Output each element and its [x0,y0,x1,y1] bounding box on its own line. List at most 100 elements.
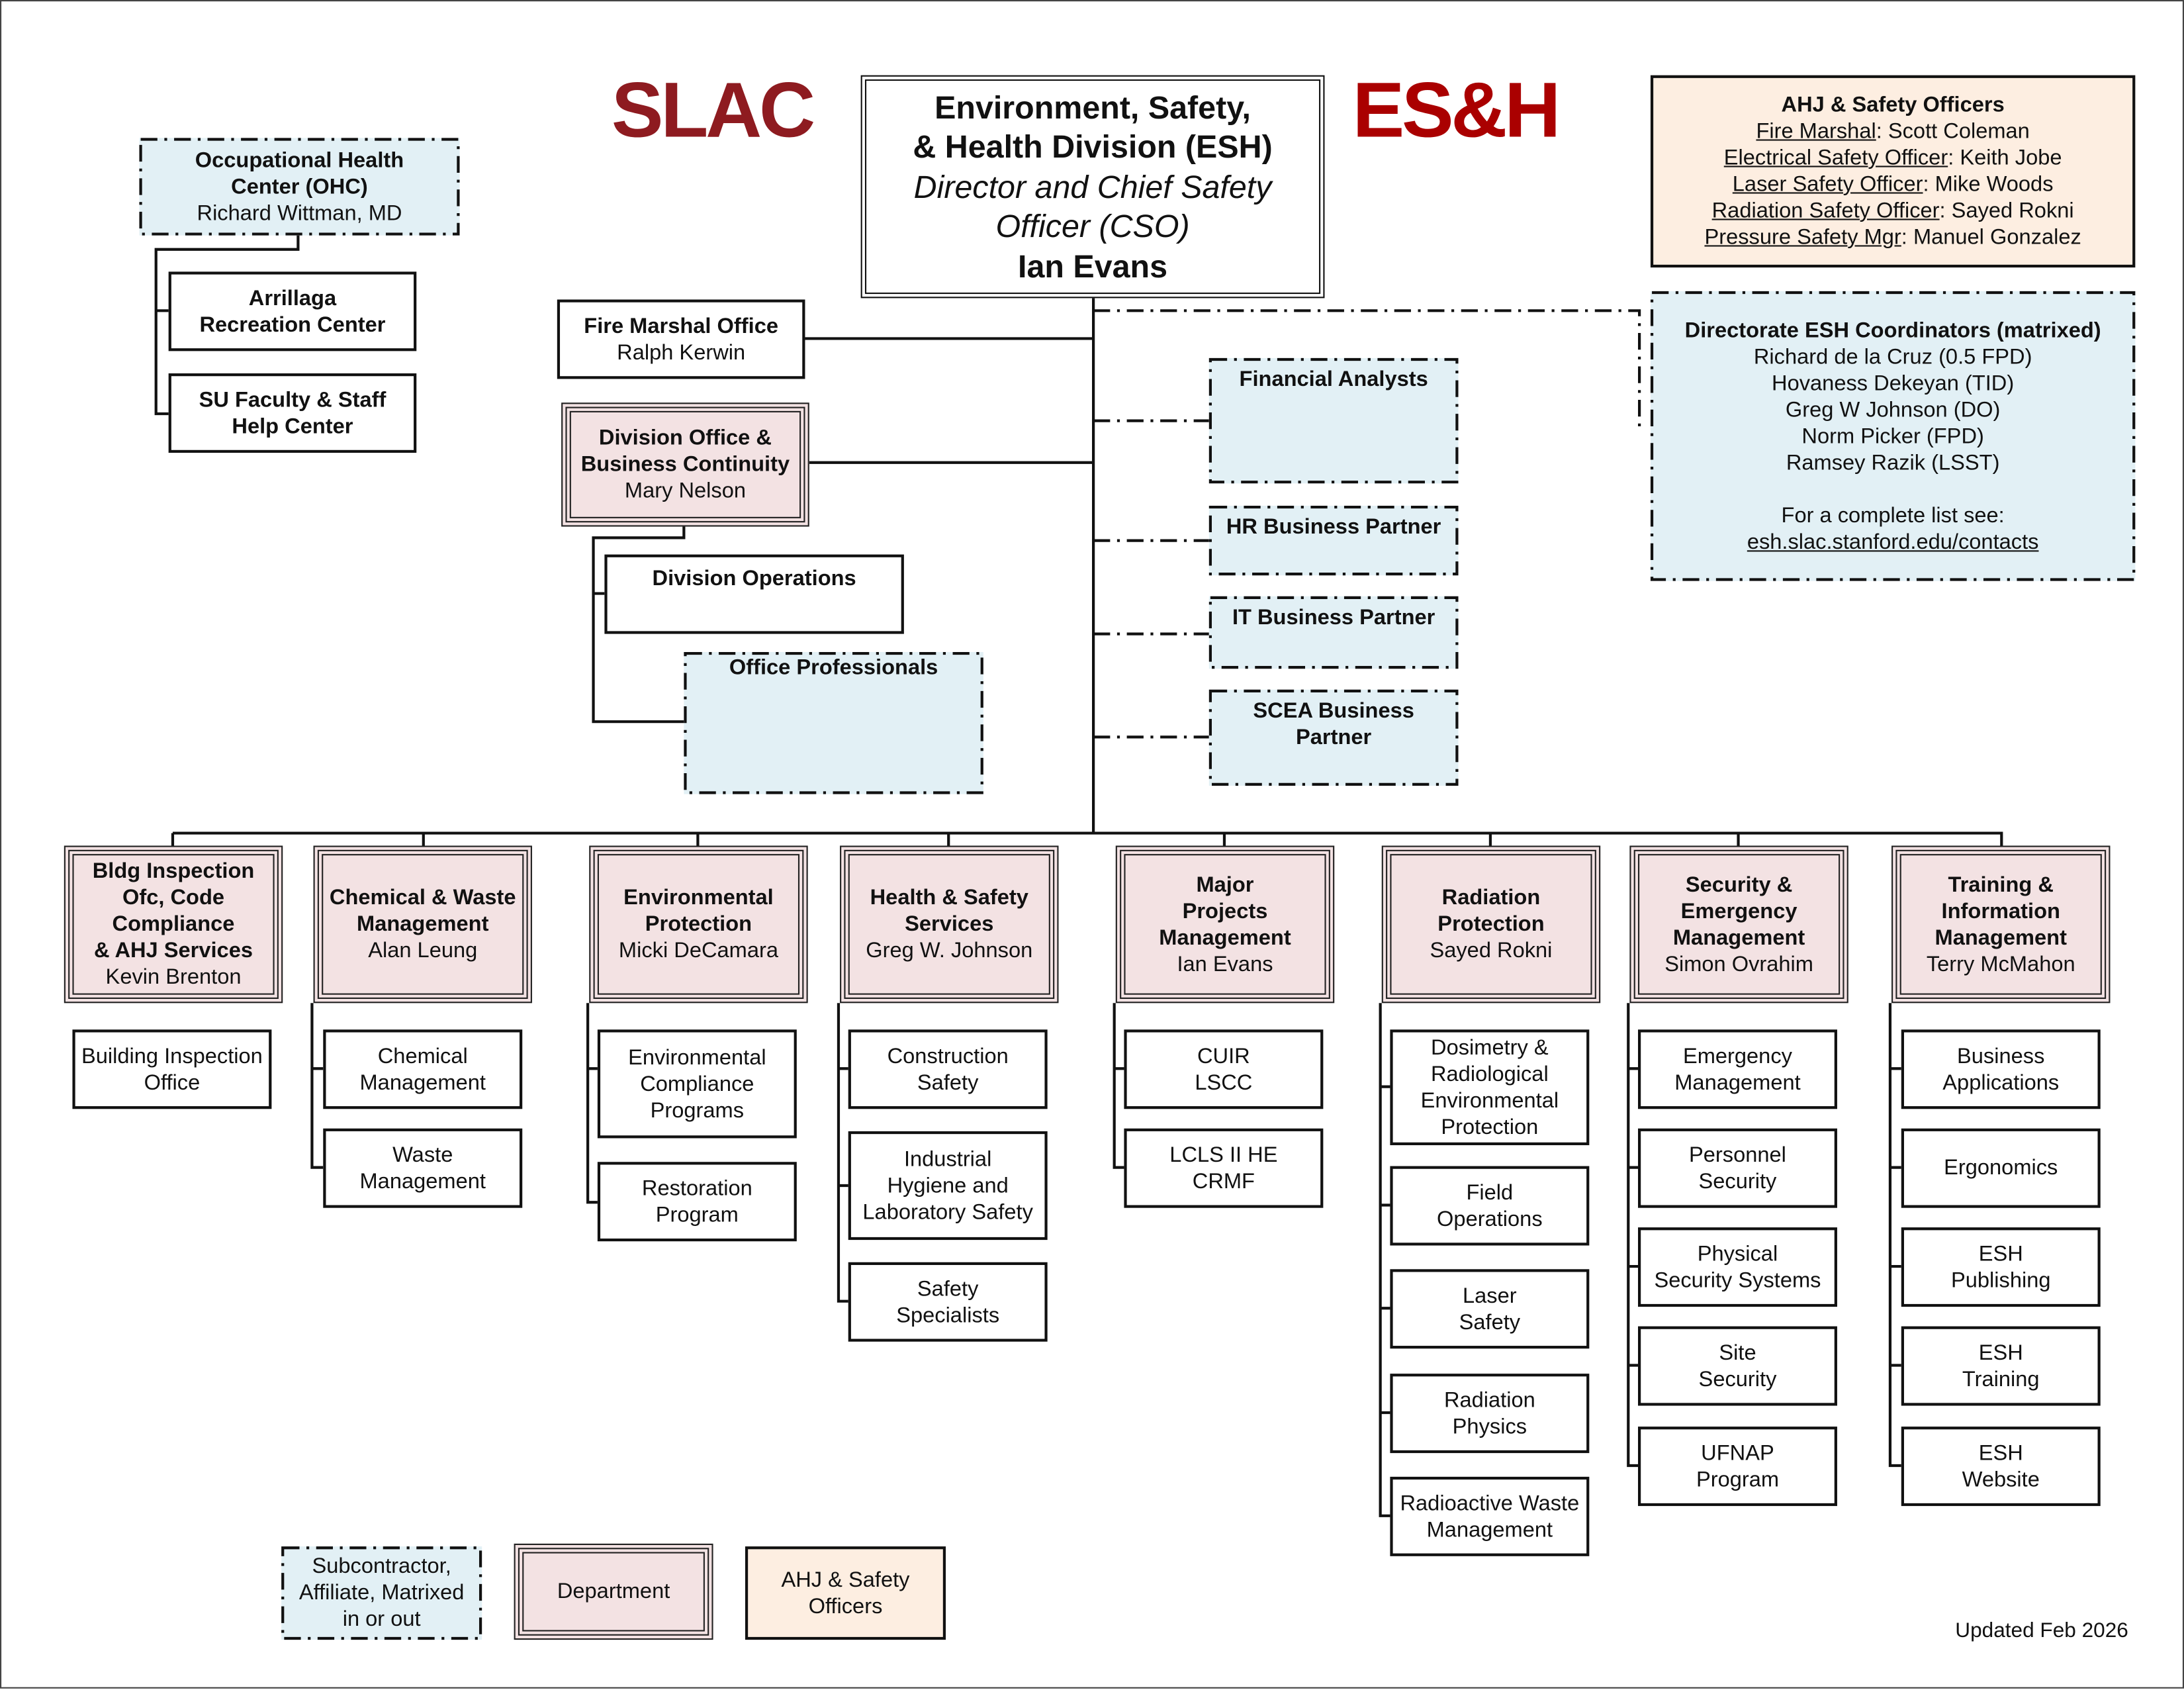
director-role: Director and Chief Safety Officer (CSO) [913,168,1272,244]
sub-unit-box: Field Operations [1390,1166,1590,1246]
division-office-box: Division Office & Business Continuity Ma… [561,402,809,527]
sub-unit-box: UFNAP Program [1638,1427,1837,1507]
ahj-row: Fire Marshal: Scott Coleman [1756,118,2029,145]
sub-unit-box: ESH Website [1901,1427,2101,1507]
legend-subcontractor: Subcontractor, Affiliate, Matrixed in or… [281,1546,482,1640]
sub-unit-box: Laser Safety [1390,1269,1590,1349]
department-title: Health & Safety Services [870,886,1028,937]
sub-unit-box: Environmental Compliance Programs [597,1029,797,1139]
ahj-person: : Sayed Rokni [1939,199,2074,223]
division-office-title: Division Office & Business Continuity [580,426,790,477]
dash-dot-border [1208,357,1459,484]
department-title: Major Projects Management [1159,872,1291,950]
office-professionals-box: Office Professionals [684,651,983,794]
sub-unit-box: Waste Management [323,1128,523,1208]
sub-unit-box: ESH Publishing [1901,1227,2101,1307]
department-head: Greg W. Johnson [866,939,1033,963]
coordinators-box: Directorate ESH Coordinators (matrixed) … [1650,291,2136,581]
sub-unit-box: Construction Safety [848,1029,1048,1109]
slac-logo: SLAC [611,65,815,154]
ohc-name: Richard Wittman, MD [197,201,402,225]
division-office-name: Mary Nelson [624,479,747,503]
ahj-role: Radiation Safety Officer [1711,199,1940,223]
ahj-row: Laser Safety Officer: Mike Woods [1733,171,2054,198]
it-partner-box: IT Business Partner [1208,596,1459,669]
department-title: Environmental Protection [623,886,774,937]
department-head: Sayed Rokni [1430,939,1553,963]
sub-unit-box: Emergency Management [1638,1029,1837,1109]
department-title: Bldg Inspection Ofc, Code Compliance & A… [92,859,255,963]
coordinators-title: Directorate ESH Coordinators (matrixed) [1684,318,2101,342]
legend-department: Department [514,1543,713,1640]
hr-partner-box: HR Business Partner [1208,505,1459,576]
arrillaga-box: Arrillaga Recreation Center [168,271,417,352]
department-head: Simon Ovrahim [1664,952,1813,976]
ahj-person: : Scott Coleman [1876,119,2030,144]
fmo-name: Ralph Kerwin [617,340,746,365]
su-faculty-box: SU Faculty & Staff Help Center [168,373,417,453]
sub-unit-box: Radiation Physics [1390,1374,1590,1454]
dash-dot-border [684,651,983,794]
esh-logo: ES&H [1352,65,1561,154]
sub-unit-box: Chemical Management [323,1029,523,1109]
sub-unit-box: Ergonomics [1901,1128,2101,1208]
ahj-person: : Manuel Gonzalez [1901,225,2081,250]
ahj-person: : Keith Jobe [1948,146,2062,170]
sub-unit-box: Safety Specialists [848,1262,1048,1342]
sub-unit-box: CUIR LSCC [1124,1029,1324,1109]
ahj-person: : Mike Woods [1923,172,2054,197]
division-name: Environment, Safety, & Health Division (… [913,89,1273,165]
sub-unit-box: Business Applications [1901,1029,2101,1109]
department-head: Alan Leung [368,939,478,963]
ahj-title: AHJ & Safety Officers [1781,93,2005,117]
sub-unit-box: Dosimetry & Radiological Environmental P… [1390,1029,1590,1145]
department-head: Micki DeCamara [618,939,779,963]
department-head: Terry McMahon [1926,952,2075,976]
dash-dot-border [1208,689,1459,786]
ahj-row: Electrical Safety Officer: Keith Jobe [1724,145,2062,171]
ahj-box: AHJ & Safety Officers Fire Marshal: Scot… [1650,75,2136,268]
sub-unit-box: ESH Training [1901,1326,2101,1406]
updated-date: Updated Feb 2026 [1955,1619,2128,1643]
sub-unit-box: Personnel Security [1638,1128,1837,1208]
dash-dot-border [1208,596,1459,669]
ahj-row: Radiation Safety Officer: Sayed Rokni [1712,198,2074,224]
coordinators-note: For a complete list see: [1781,503,2005,528]
ahj-role: Fire Marshal [1756,119,1876,144]
sub-unit-box: LCLS II HE CRMF [1124,1128,1324,1208]
department-head: Ian Evans [1177,952,1273,976]
ahj-role: Laser Safety Officer [1732,172,1923,197]
ahj-row: Pressure Safety Mgr: Manuel Gonzalez [1704,224,2081,251]
financial-analysts-box: Financial Analysts [1208,357,1459,484]
sub-unit-box: Building Inspection Office [72,1029,272,1109]
scea-partner-box: SCEA Business Partner [1208,689,1459,786]
sub-unit-box: Industrial Hygiene and Laboratory Safety [848,1131,1048,1241]
department-title: Chemical & Waste Management [329,886,516,937]
ahj-role: Pressure Safety Mgr [1704,225,1901,250]
division-operations-box: Division Operations [604,554,904,634]
sub-unit-box: Site Security [1638,1326,1837,1406]
ohc-title: Occupational Health Center (OHC) [195,148,404,199]
director-box: Environment, Safety, & Health Division (… [860,75,1325,299]
department-box: Bldg Inspection Ofc, Code Compliance & A… [64,845,283,1004]
contacts-link[interactable]: esh.slac.stanford.edu/contacts [1747,530,2039,554]
department-title: Security & Emergency Management [1672,872,1805,950]
dash-dot-border [281,1546,482,1640]
department-head: Kevin Brenton [105,965,242,990]
fire-marshal-office-box: Fire Marshal Office Ralph Kerwin [557,299,805,379]
sub-unit-box: Radioactive Waste Management [1390,1476,1590,1556]
department-title: Training & Information Management [1934,872,2067,950]
legend-ahj: AHJ & Safety Officers [745,1546,946,1640]
director-name: Ian Evans [1018,248,1168,284]
sub-unit-box: Restoration Program [597,1162,797,1242]
department-title: Radiation Protection [1437,886,1545,937]
